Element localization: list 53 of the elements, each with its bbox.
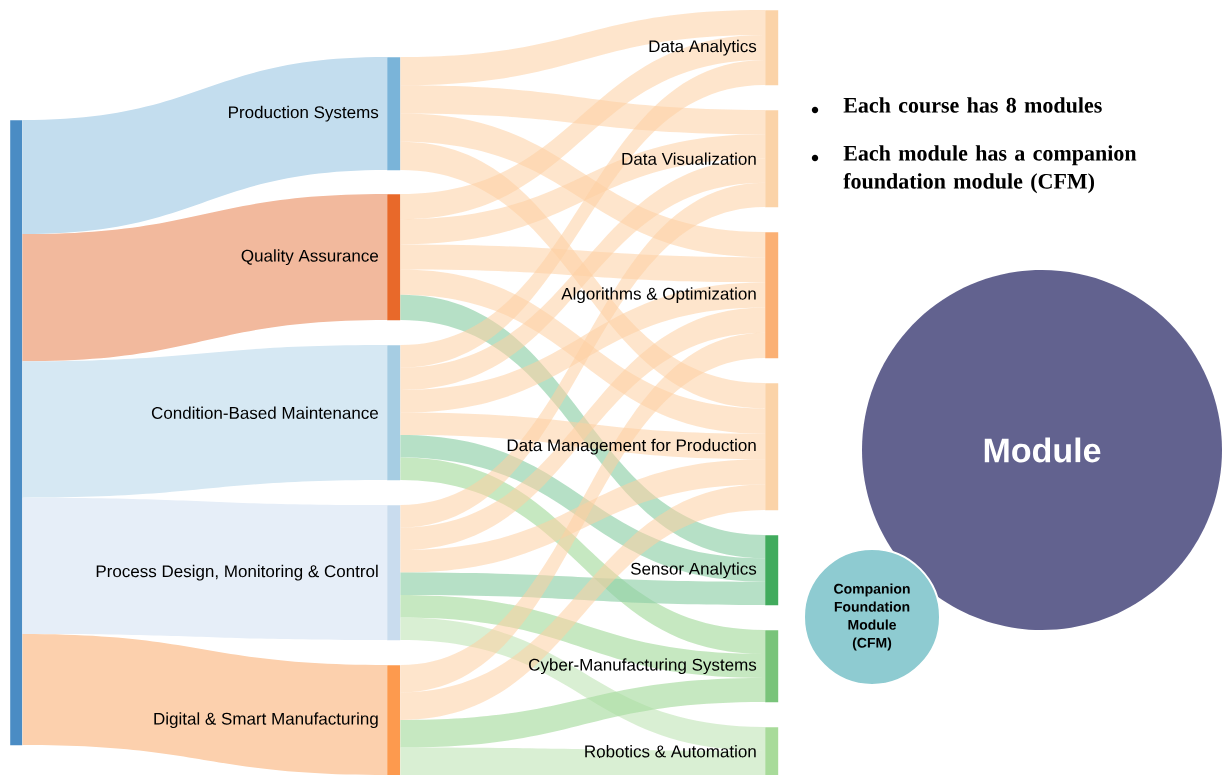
flow-band (22, 633, 387, 775)
flow-band (400, 572, 765, 605)
flow-band (400, 457, 765, 654)
node-label: Robotics & Automation (585, 744, 756, 758)
sankey-bar (765, 383, 779, 511)
flow-band (400, 412, 765, 460)
sankey-bar (387, 57, 401, 171)
flow-band (400, 60, 765, 368)
flow-band (22, 57, 387, 235)
node-label: Digital & Smart Manufacturing (154, 712, 378, 729)
flow-band (400, 678, 765, 748)
bullet-item: Each course has 8 modules (811, 97, 1102, 114)
node-label: Cyber-Manufacturing Systems (529, 658, 757, 675)
node-label: Data Visualization (622, 152, 756, 165)
bullet-item: Each module has a companion foundation module (CFM) (811, 145, 1137, 194)
sankey-bar (765, 10, 779, 86)
flow-band (400, 617, 765, 751)
flow-band (400, 182, 765, 528)
sankey-bar (387, 194, 401, 321)
node-label: Production Systems (229, 105, 379, 122)
node-label: Algorithms & Optimization (561, 287, 756, 304)
flow-band (400, 484, 765, 720)
sankey-bar (387, 345, 401, 481)
flow-band (400, 459, 765, 573)
sankey-bar (765, 630, 779, 703)
flow-band (400, 435, 765, 582)
sankey-bar (765, 232, 779, 359)
node-label: Data Management for Production (507, 438, 756, 455)
flow-band (400, 747, 765, 775)
flow-band (400, 134, 765, 245)
node-label: Quality Assurance (241, 249, 379, 266)
flow-band (400, 332, 765, 693)
sankey-bar (387, 505, 401, 641)
flow-band (400, 282, 765, 413)
flow-band (22, 345, 387, 498)
flow-band (400, 85, 765, 135)
flow-band (22, 194, 387, 362)
sankey-bar (765, 110, 779, 208)
flow-band (400, 35, 765, 220)
flow-band (400, 10, 765, 86)
flow-band (400, 269, 765, 434)
node-label: Data Analytics (649, 39, 757, 56)
flow-band (22, 497, 387, 640)
sankey-bar (765, 727, 779, 775)
flow-band (400, 595, 765, 678)
flow-band (400, 244, 765, 283)
flow-band (400, 113, 765, 258)
sankey-bar (10, 120, 23, 746)
sankey-bar (387, 665, 401, 775)
sankey-bar (765, 535, 779, 606)
node-label: Process Design, Monitoring & Control (96, 564, 378, 581)
node-label: Condition-Based Maintenance (151, 406, 378, 419)
node-label: Sensor Analytics (630, 562, 757, 579)
